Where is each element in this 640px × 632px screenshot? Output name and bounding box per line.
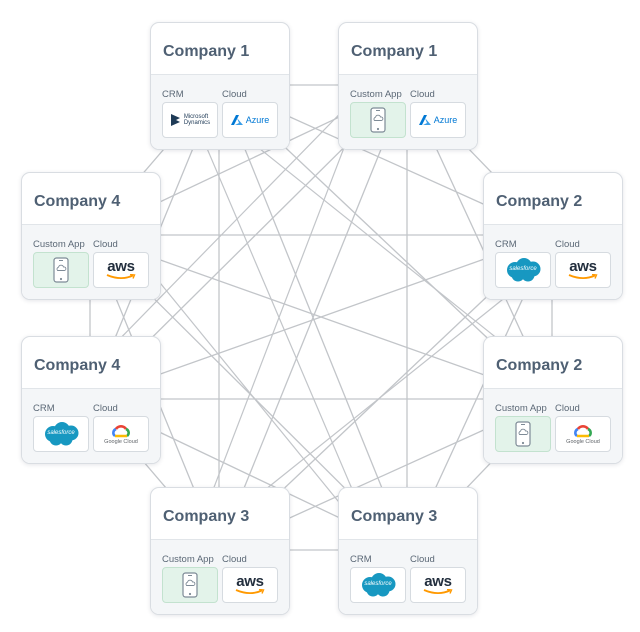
slot-label: Custom App (350, 89, 402, 100)
slot-label: Cloud (93, 403, 118, 414)
company-card: Company 3 Custom App Cloud aws (150, 487, 290, 615)
mobile-cloud-app-tile (350, 102, 406, 138)
salesforce-tile: salesforce (350, 567, 406, 603)
aws-logo: aws (106, 259, 136, 280)
company-name: Company 4 (34, 193, 121, 210)
integration-slot: Cloud aws (555, 239, 611, 288)
integration-panel: Custom App Cloud aws (22, 224, 160, 299)
azure-logo: Azure (418, 115, 457, 125)
azure-tile: Azure (222, 102, 278, 138)
company-name: Company 3 (351, 508, 438, 525)
integration-panel: Custom App Cloud aws (151, 539, 289, 614)
aws-logo: aws (235, 574, 265, 595)
mobile-cloud-app-icon (53, 257, 69, 283)
google-cloud-logo: Google Cloud (566, 424, 600, 445)
aws-logo: aws (568, 259, 598, 280)
google-cloud-tile: Google Cloud (93, 416, 149, 452)
slot-label: Cloud (555, 239, 580, 250)
aws-logo: aws (423, 574, 453, 595)
integration-slot: Cloud aws (222, 554, 278, 603)
google-cloud-tile: Google Cloud (555, 416, 611, 452)
slot-label: Cloud (222, 89, 247, 100)
slot-label: CRM (33, 403, 55, 414)
salesforce-tile: salesforce (33, 416, 89, 452)
slot-label: Cloud (410, 89, 435, 100)
aws-tile: aws (555, 252, 611, 288)
slot-label: Cloud (410, 554, 435, 565)
integration-slot: Custom App (495, 403, 551, 452)
integration-slot: CRM salesforce (33, 403, 89, 452)
mobile-cloud-app-icon (370, 107, 386, 133)
azure-tile: Azure (410, 102, 466, 138)
aws-tile: aws (222, 567, 278, 603)
company-name: Company 1 (351, 43, 438, 60)
company-name: Company 4 (34, 357, 121, 374)
slot-label: Cloud (222, 554, 247, 565)
company-name: Company 3 (163, 508, 250, 525)
company-card: Company 2 CRM salesforce Cloud aws (483, 172, 623, 300)
integration-slot: Cloud aws (410, 554, 466, 603)
integration-slot: CRM salesforce (495, 239, 551, 288)
salesforce-logo: salesforce (42, 421, 80, 447)
company-card: Company 4 Custom App Cloud aws (21, 172, 161, 300)
slot-label: Cloud (555, 403, 580, 414)
integration-panel: CRM salesforce Cloud aws (339, 539, 477, 614)
aws-tile: aws (410, 567, 466, 603)
mobile-cloud-app-icon (182, 572, 198, 598)
integration-slot: Cloud aws (93, 239, 149, 288)
connector-line (89, 234, 553, 400)
connector-line (189, 84, 369, 551)
integration-panel: CRM salesforce Cloud aws (484, 224, 622, 299)
mobile-cloud-app-tile (162, 567, 218, 603)
company-name: Company 2 (496, 357, 583, 374)
company-name: Company 2 (496, 193, 583, 210)
slot-label: Custom App (162, 554, 214, 565)
company-card: Company 3 CRM salesforce Cloud aws (338, 487, 478, 615)
integration-slot: Custom App (350, 89, 406, 138)
slot-label: CRM (495, 239, 517, 250)
aws-tile: aws (93, 252, 149, 288)
mobile-cloud-app-tile (495, 416, 551, 452)
slot-label: CRM (162, 89, 184, 100)
integration-slot: CRM salesforce (350, 554, 406, 603)
google-cloud-logo: Google Cloud (104, 424, 138, 445)
salesforce-tile: salesforce (495, 252, 551, 288)
azure-logo: Azure (230, 115, 269, 125)
slot-label: CRM (350, 554, 372, 565)
mobile-cloud-app-tile (33, 252, 89, 288)
slot-label: Cloud (93, 239, 118, 250)
slot-label: Custom App (495, 403, 547, 414)
salesforce-logo: salesforce (504, 257, 542, 283)
integration-slot: Custom App (33, 239, 89, 288)
salesforce-logo: salesforce (359, 572, 397, 598)
company-name: Company 1 (163, 43, 250, 60)
integration-slot: Custom App (162, 554, 218, 603)
connector-line (218, 84, 408, 551)
mobile-cloud-app-icon (515, 421, 531, 447)
connector-line (120, 234, 379, 551)
slot-label: Custom App (33, 239, 85, 250)
